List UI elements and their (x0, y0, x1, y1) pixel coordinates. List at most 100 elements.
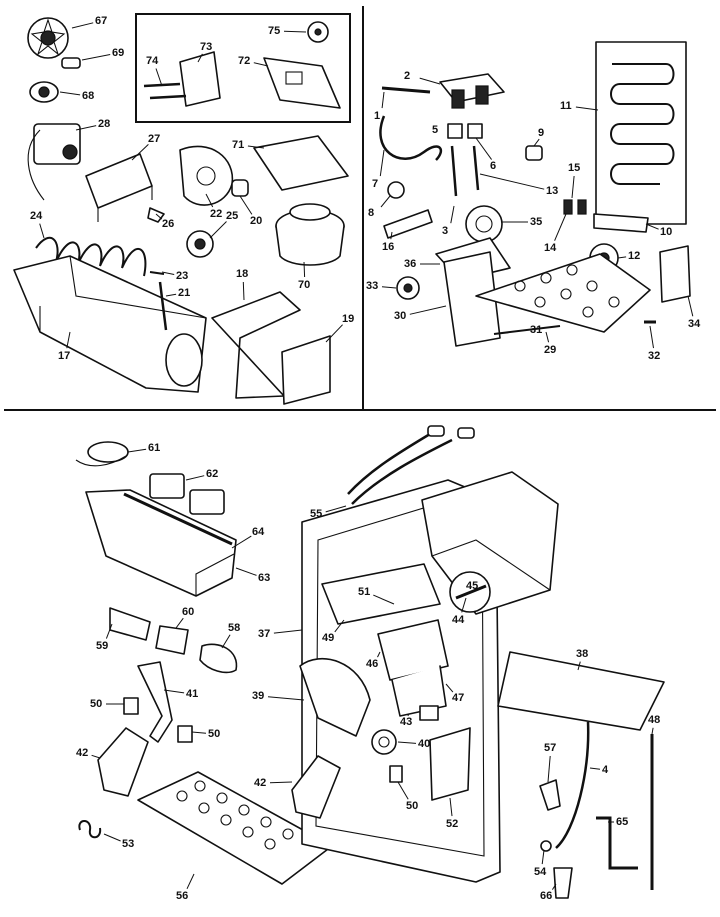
callout-label: 61 (148, 442, 161, 454)
part-28-switch (27, 123, 81, 201)
leader-line (554, 213, 567, 241)
leader-line (131, 144, 149, 161)
callout-label: 35 (530, 216, 543, 228)
leader-line (571, 175, 575, 199)
leader-line (161, 271, 175, 275)
part-16-tube (383, 209, 433, 239)
callout-label: 74 (146, 55, 159, 67)
leader-line (419, 77, 441, 85)
callout-label: 48 (648, 714, 661, 726)
leader-line (155, 213, 163, 220)
callout-label: 42 (76, 747, 89, 759)
leader-line (66, 331, 71, 349)
part-13-tube (450, 145, 480, 197)
leader-line (468, 591, 471, 594)
callout-label: 59 (96, 640, 109, 652)
callout-label: 49 (322, 632, 335, 644)
callout-label: 15 (568, 162, 581, 174)
part-46-47-solenoid (377, 619, 449, 717)
callout-label: 14 (544, 242, 557, 254)
leader-line (379, 149, 385, 177)
part-61-sensor (75, 441, 129, 467)
part-50-springs (123, 697, 193, 743)
leader-line (175, 617, 184, 629)
callout-label: 29 (544, 344, 557, 356)
callout-label: 38 (576, 648, 589, 660)
callout-label: 68 (82, 90, 95, 102)
part-11-heater (595, 41, 687, 225)
leader-line (163, 689, 185, 694)
part-71-cover (253, 135, 349, 191)
leader-line (390, 231, 393, 240)
callout-label: 46 (366, 658, 379, 670)
leader-line (59, 91, 81, 96)
callout-label: 12 (628, 250, 641, 262)
part-64-63-housing (85, 489, 237, 597)
callout-label: 51 (358, 586, 371, 598)
callout-label: 17 (58, 350, 71, 362)
callout-label: 56 (176, 890, 189, 902)
callout-label: 42 (254, 777, 267, 789)
part-23-pin (149, 271, 165, 275)
leader-line (377, 651, 381, 658)
part-53-clip (78, 820, 102, 839)
leader-line (651, 727, 654, 735)
part-30-motor-housing (443, 251, 501, 347)
leader-line (577, 661, 581, 671)
leader-line (461, 597, 467, 613)
leader-line (450, 205, 455, 224)
callout-label: 27 (148, 133, 161, 145)
callout-label: 4 (602, 764, 609, 776)
callout-label: 54 (534, 866, 547, 878)
callout-label: 53 (122, 838, 135, 850)
leader-line (191, 731, 207, 734)
part-42-paddle-right (291, 755, 341, 819)
part-7-tube (379, 115, 443, 161)
leader-line (283, 30, 307, 33)
part-2-valve (439, 73, 505, 109)
leader-line (186, 873, 195, 890)
callout-label: 9 (538, 127, 545, 139)
part-68-motor (29, 81, 59, 103)
callout-label: 31 (530, 324, 543, 336)
callout-label: 22 (210, 208, 223, 220)
part-15-connectors (563, 199, 587, 215)
part-60-tube (155, 625, 189, 655)
callout-label: 13 (546, 185, 559, 197)
part-43-switch (419, 705, 439, 721)
leader-line (380, 195, 391, 208)
callout-label: 20 (250, 215, 263, 227)
leader-line (165, 293, 177, 297)
part-35-ring (465, 205, 503, 243)
leader-line (407, 713, 409, 717)
leader-line (617, 256, 627, 259)
leader-line (687, 295, 694, 317)
inset-box (135, 13, 351, 123)
leader-line (409, 305, 447, 315)
part-1-tube (381, 86, 431, 94)
leader-line (325, 324, 343, 343)
callout-label: 33 (366, 280, 379, 292)
part-72-bracket (263, 57, 341, 109)
callout-label: 16 (382, 241, 395, 253)
leader-line (381, 91, 385, 109)
callout-label: 43 (400, 716, 413, 728)
callout-label: 25 (226, 210, 239, 222)
leader-line (334, 619, 345, 633)
leader-line (449, 797, 453, 817)
part-19-bracket (281, 335, 331, 405)
callout-label: 41 (186, 688, 199, 700)
leader-line (239, 195, 253, 215)
callout-label: 50 (208, 728, 221, 740)
callout-label: 55 (310, 508, 323, 520)
part-10-plate (593, 213, 649, 233)
callout-label: 47 (452, 692, 465, 704)
callout-label: 70 (298, 279, 311, 291)
leader-line (325, 505, 347, 513)
leader-line (235, 567, 257, 576)
callout-label: 2 (404, 70, 411, 82)
part-69-clip (61, 57, 81, 69)
part-67-gear (27, 17, 69, 59)
part-75-screw (307, 21, 329, 43)
